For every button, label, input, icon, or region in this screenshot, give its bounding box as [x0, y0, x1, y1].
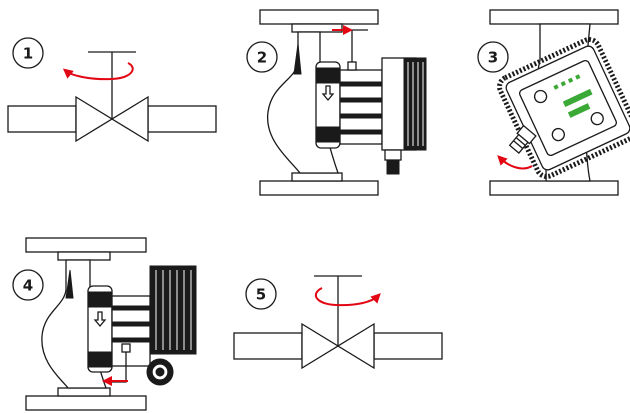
bottom-flange-neck: [57, 387, 111, 397]
flow-direction-arrow-icon: [93, 311, 107, 328]
bottom-flange: [259, 180, 379, 196]
top-flange: [259, 9, 379, 25]
step-5-panel: 5: [233, 275, 443, 370]
cable-gland: [384, 149, 402, 161]
cooling-fins: [497, 37, 630, 179]
rotate-open-arrow-icon: [314, 287, 381, 307]
housing-fin: [293, 43, 302, 75]
cable-gland: [508, 124, 537, 154]
bottom-flange: [489, 180, 619, 196]
rotate-close-arrow-icon: [62, 62, 134, 81]
step-4-badge: [12, 269, 44, 301]
top-flange: [489, 9, 619, 25]
flange-screw: [121, 343, 131, 353]
screw-icon: [533, 89, 548, 104]
cooling-fins: [403, 57, 427, 151]
valve-body-right: [110, 95, 149, 143]
valve-body-right: [336, 322, 375, 370]
housing-fin: [65, 269, 74, 299]
control-knob-icon: [551, 127, 565, 142]
flow-direction-arrow-icon: [321, 85, 335, 102]
pipe-left: [7, 105, 77, 133]
top-flange: [25, 237, 147, 253]
step-3-badge: [477, 41, 509, 73]
rotate-arrow-icon: [497, 155, 533, 170]
flange-clamp-top: [316, 67, 340, 84]
step-2-badge: [246, 41, 278, 73]
flange-clamp-bottom: [88, 351, 112, 368]
step-2-panel: 2: [246, 9, 427, 196]
bottom-flange: [25, 395, 147, 411]
flange-clamp-bottom: [316, 126, 340, 143]
flange-clamp-top: [88, 291, 112, 308]
led-indicator: [553, 84, 559, 90]
step-4-panel: 4: [12, 237, 197, 411]
step-2-number: 2: [257, 49, 267, 67]
step-5-badge: [245, 278, 277, 310]
step-1-badge: [12, 37, 44, 69]
cable-gland-nut: [386, 159, 400, 175]
valve-body-left: [301, 322, 340, 370]
top-flange-neck: [57, 251, 111, 261]
step-1-number: 1: [23, 45, 33, 63]
step-3-panel: 3: [477, 9, 630, 196]
bottom-flange-neck: [291, 172, 343, 182]
pipe-right: [147, 105, 217, 133]
pipe-left: [233, 332, 303, 360]
led-bar: [562, 88, 593, 108]
step-5-number: 5: [256, 286, 266, 304]
control-panel: [519, 59, 617, 157]
pipe-right: [373, 332, 443, 360]
flange-screw: [347, 61, 357, 71]
valve-body-left: [75, 95, 114, 143]
step-3-number: 3: [488, 49, 498, 67]
rotated-electronics-module: [497, 37, 630, 179]
step-1-panel: 1: [7, 37, 217, 143]
step-4-number: 4: [23, 277, 33, 295]
electronics-module: [149, 265, 197, 355]
screw-icon: [590, 111, 604, 126]
